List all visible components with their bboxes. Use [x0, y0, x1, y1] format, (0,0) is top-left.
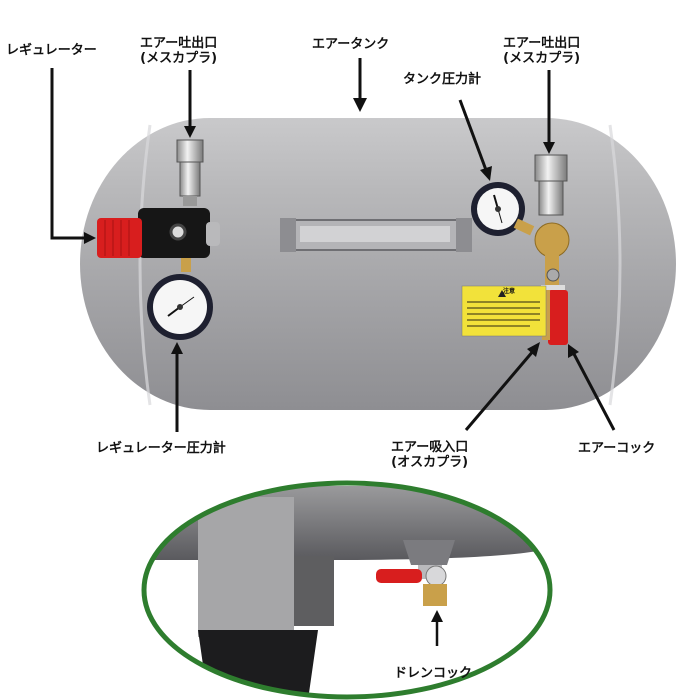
label-regulator: レギュレーター — [6, 43, 97, 58]
drain-cock-inset — [141, 480, 553, 700]
caution-sticker — [461, 285, 547, 337]
label-outlet-right-line2: (メスカプラ) — [503, 51, 581, 66]
label-air-inlet-line2: (オスカプラ) — [391, 455, 469, 470]
label-outlet-left-line2: (メスカプラ) — [140, 51, 218, 66]
brass-tee-fitting — [534, 222, 570, 285]
label-air-cock: エアーコック — [578, 441, 656, 456]
label-drain-cock: ドレンコック — [394, 666, 473, 681]
regulator — [138, 208, 220, 258]
outlet-coupler-right — [534, 154, 568, 216]
label-air-tank: エアータンク — [312, 37, 390, 52]
label-tank-gauge: タンク圧力計 — [403, 72, 482, 87]
regulator-knob — [97, 218, 142, 258]
label-air-inlet-line1: エアー吸入口 — [391, 440, 469, 455]
label-outlet-left: エアー吐出口 (メスカプラ) — [140, 36, 217, 66]
label-outlet-right: エアー吐出口 (メスカプラ) — [503, 36, 580, 66]
carry-handle — [280, 218, 472, 252]
tank-pressure-gauge — [471, 182, 535, 236]
air-tank-body — [80, 118, 676, 410]
label-outlet-right-line1: エアー吐出口 — [503, 36, 581, 51]
regulator-pressure-gauge — [147, 274, 213, 340]
label-outlet-left-line1: エアー吐出口 — [140, 36, 218, 51]
label-air-inlet: エアー吸入口 (オスカプラ) — [391, 440, 468, 470]
label-regulator-gauge: レギュレーター圧力計 — [96, 441, 226, 456]
outlet-coupler-left — [176, 139, 204, 206]
callout-arrows — [50, 58, 616, 432]
caution-title: 注意 — [503, 288, 516, 295]
